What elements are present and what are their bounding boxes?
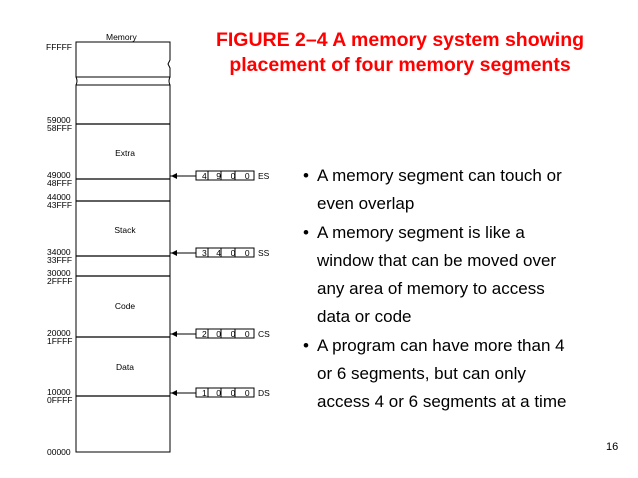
segment-label-data: Data [116, 362, 134, 372]
bullet-list: A memory segment can touch or even overl… [303, 162, 633, 417]
bullet-line: A memory segment can touch or [317, 166, 562, 185]
register-name: ES [258, 171, 270, 181]
page-number: 16 [606, 441, 619, 453]
register-value: 1 0 0 0 [202, 388, 253, 398]
bullet-line: even overlap [317, 194, 415, 214]
bullet-item: A memory segment can touch or even overl… [303, 162, 633, 219]
address-upper: 49000 [47, 170, 71, 180]
register-value: 4 9 0 0 [202, 171, 253, 181]
slide-title-line-1: FIGURE 2–4 A memory system showing [215, 29, 585, 51]
address-lower: 1FFFF [47, 336, 73, 346]
address-upper: 30000 [47, 268, 71, 278]
register-value: 2 0 0 0 [202, 329, 253, 339]
bullet-line: A program can have more than 4 [317, 335, 565, 355]
memory-break-left [75, 76, 78, 86]
register-name: DS [258, 388, 270, 398]
bullet-line: window that can be moved over [317, 250, 557, 270]
bullet-line: access 4 or 6 segments at a time [317, 392, 567, 412]
memory-break-right [168, 76, 171, 86]
register-name: SS [258, 248, 270, 258]
address-lower: 2FFFF [47, 276, 73, 286]
address-lower: 0FFFF [47, 395, 73, 405]
address-lower: 43FFF [47, 200, 72, 210]
address-upper: 34000 [47, 247, 71, 257]
register-value: 3 4 0 0 [202, 248, 253, 258]
slide-title: FIGURE 2–4 A memory system showing place… [172, 28, 628, 78]
segment-label-code: Code [115, 301, 136, 311]
address-lower: 58FFF [47, 123, 72, 133]
bullet-line: A memory segment is like a [317, 222, 525, 242]
register-ss: 3 4 0 0 SS [170, 247, 270, 258]
address-upper: 20000 [47, 328, 71, 338]
memory-column [75, 84, 171, 453]
address-bottom: 00000 [47, 447, 71, 457]
bullet-line: data or code [317, 307, 412, 327]
address-upper: 10000 [47, 387, 71, 397]
slide-title-line-2: placement of four memory segments [229, 54, 571, 76]
bullet-line: or 6 segments, but can only [317, 364, 526, 384]
segment-label-extra: Extra [115, 148, 135, 158]
register-es: 4 9 0 0 ES [170, 170, 270, 181]
memory-label: Memory [106, 32, 137, 42]
address-upper: 59000 [47, 115, 71, 125]
address-upper: 44000 [47, 192, 71, 202]
register-cs: 2 0 0 0 CS [170, 328, 270, 339]
address-top: FFFFF [46, 42, 72, 52]
bullet-item: A program can have more than 4 or 6 segm… [303, 332, 633, 417]
segment-label-stack: Stack [114, 225, 136, 235]
bullet-line: any area of memory to access [317, 279, 545, 299]
register-ds: 1 0 0 0 DS [170, 387, 270, 398]
memory-top-block [75, 41, 171, 78]
address-lower: 48FFF [47, 178, 72, 188]
register-name: CS [258, 329, 270, 339]
address-lower: 33FFF [47, 255, 72, 265]
bullet-item: A memory segment is like a window that c… [303, 219, 633, 332]
